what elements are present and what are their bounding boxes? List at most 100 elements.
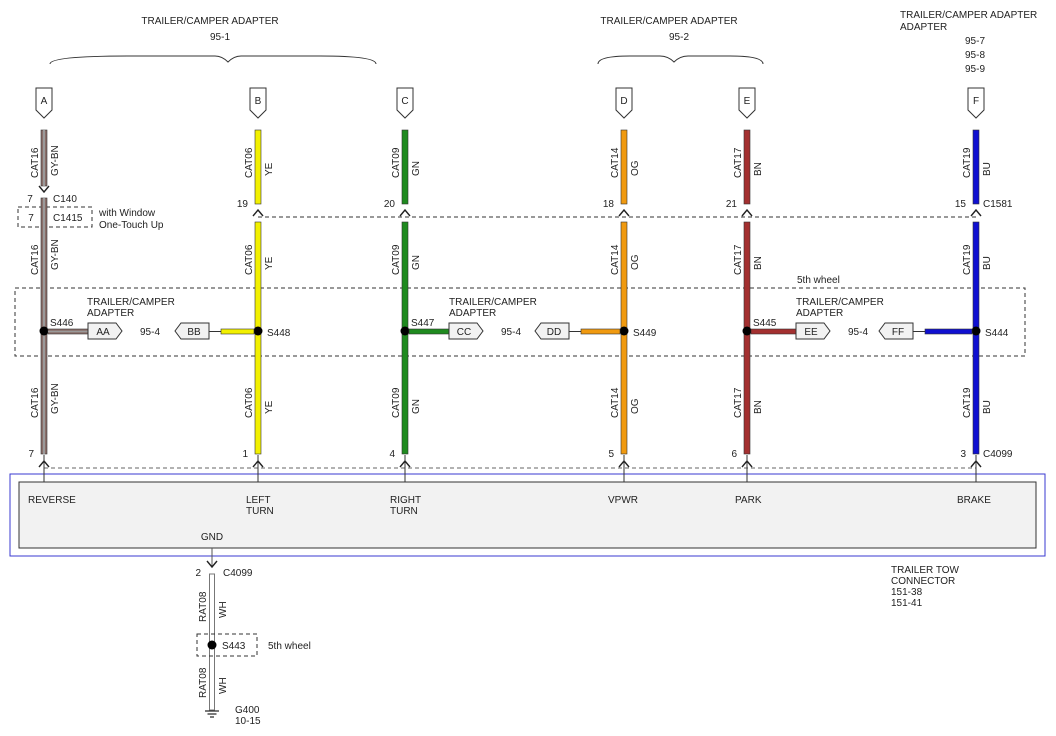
circuit-d-color-label-1: OG [630,160,641,176]
circuit-f-circuit-label-3: CAT19 [962,387,973,418]
circuit-e-lower-pin: 6 [731,449,737,460]
circuit-c-color-label-2: GN [411,255,422,270]
circuit-e-circuit-label-1: CAT17 [733,147,744,178]
circuit-d-wire-low [620,333,628,455]
circuit-e-wire-mid [743,221,751,329]
group-title-1: TRAILER/CAMPER ADAPTER [141,16,278,27]
circuit-f-adapter-pin: FF [892,327,904,338]
circuit-c-wire-mid [401,221,409,329]
circuit-c-circuit-label-3: CAT09 [391,387,402,418]
group-ref-1: 95-1 [210,32,230,43]
circuit-d-adapter-pin: DD [547,327,561,338]
circuit-f-function: BRAKE [957,495,991,506]
adapter-label-3-line2: ADAPTER [796,308,843,319]
circuit-f-upper-arrow [970,208,982,217]
circuit-b-function-1: LEFT [246,495,270,506]
circuit-f-circuit-label-2: CAT19 [962,244,973,275]
circuit-a-lower-pin: 7 [28,449,34,460]
c4099-label: C4099 [983,449,1013,460]
circuit-b-adapter-pin: BB [187,327,201,338]
gnd-color-1: WH [218,601,229,618]
circuit-b-wire-low [254,333,262,455]
circuit-b-upper-arrow [252,208,264,217]
circuit-e-color-label-3: BN [753,400,764,414]
circuit-a-function: REVERSE [28,495,76,506]
circuit-c-adapter-pin: CC [457,327,471,338]
circuit-f-color-label-3: BU [982,400,993,414]
circuit-a-flag-letter: A [41,96,48,107]
circuit-b-adapter-pin-box [174,322,210,340]
adapter-label-3-line1: TRAILER/CAMPER [796,297,884,308]
gnd-label: GND [201,532,223,543]
circuit-f-splice-label: S444 [985,328,1009,339]
circuit-b-circuit-label-1: CAT06 [244,147,255,178]
circuit-d-wire-top [620,129,628,205]
group-title-3: TRAILER/CAMPER ADAPTER [900,10,1037,21]
circuit-e-circuit-label-3: CAT17 [733,387,744,418]
c1415-note-1: with Window [98,208,156,219]
circuit-d-flag: D [615,87,633,119]
group-brace-2 [597,55,764,65]
circuit-b-wire-top [254,129,262,205]
circuit-d-circuit-label-2: CAT14 [610,244,621,275]
circuit-b-branch-wire [220,328,255,335]
circuit-e-wire-low [743,333,751,455]
circuit-e-flag-letter: E [744,96,751,107]
circuit-a-c140-arrow [38,185,50,194]
fifth-wheel-box [14,287,1026,357]
circuit-f-flag: F [967,87,985,119]
adapter-label-3-ref: 95-4 [848,327,868,338]
circuit-d-wire-mid [620,221,628,329]
circuit-f-splice [971,326,981,336]
adapter-label-2-line2: ADAPTER [449,308,496,319]
circuit-d-circuit-label-3: CAT14 [610,387,621,418]
circuit-e-circuit-label-2: CAT17 [733,244,744,275]
circuit-e-splice-label: S445 [753,318,777,329]
circuit-e-color-label-2: BN [753,256,764,270]
circuit-d-splice [619,326,629,336]
fifth-wheel-label: 5th wheel [797,275,840,286]
ground-point: G400 [235,705,260,716]
gnd-connector-arrow [206,560,218,569]
circuit-c-upper-arrow [399,208,411,217]
gnd-circuit-2: RAT08 [198,667,209,698]
tow-connector-name-1: TRAILER TOW [891,565,960,576]
circuit-a-color-label-3: GY-BN [50,383,61,414]
circuit-d-circuit-label-1: CAT14 [610,147,621,178]
group-ref-3b: 95-8 [965,50,985,61]
circuit-c-lower-pin: 4 [389,449,395,460]
circuit-f-upper-pin: 15 [955,199,967,210]
circuit-e-upper-pin: 21 [726,199,738,210]
circuit-d-lower-pin: 5 [608,449,614,460]
group-ref-3a: 95-7 [965,36,985,47]
circuit-c-color-label-3: GN [411,399,422,414]
circuit-a-splice-label: S446 [50,318,74,329]
s443-splice [207,640,217,650]
circuit-a-color-label-2: GY-BN [50,239,61,270]
circuit-a-circuit-label-2: CAT16 [30,244,41,275]
adapter-label-2-ref: 95-4 [501,327,521,338]
circuit-b-flag-letter: B [255,96,262,107]
circuit-b-function-2: TURN [246,506,274,517]
circuit-f-wire-mid [972,221,980,329]
gnd-pin: 2 [195,568,201,579]
circuit-e-wire-top [743,129,751,205]
circuit-c-function-1: RIGHT [390,495,421,506]
adapter-label-1-line1: TRAILER/CAMPER [87,297,175,308]
circuit-a-adapter-pin: AA [96,327,110,338]
circuit-d-flag-letter: D [620,96,627,107]
circuit-a-splice [39,326,49,336]
circuit-b-flag: B [249,87,267,119]
circuit-e-splice [742,326,752,336]
circuit-d-color-label-2: OG [630,254,641,270]
circuit-c-function-2: TURN [390,506,418,517]
group-ref-2: 95-2 [669,32,689,43]
circuit-f-lower-pin: 3 [960,449,966,460]
circuit-b-lower-pin: 1 [242,449,248,460]
circuit-c-branch-wire [408,328,450,335]
circuit-b-upper-pin: 19 [237,199,249,210]
circuit-c-circuit-label-2: CAT09 [391,244,402,275]
circuit-d-branch-wire [580,328,621,335]
circuit-f-color-label-1: BU [982,162,993,176]
